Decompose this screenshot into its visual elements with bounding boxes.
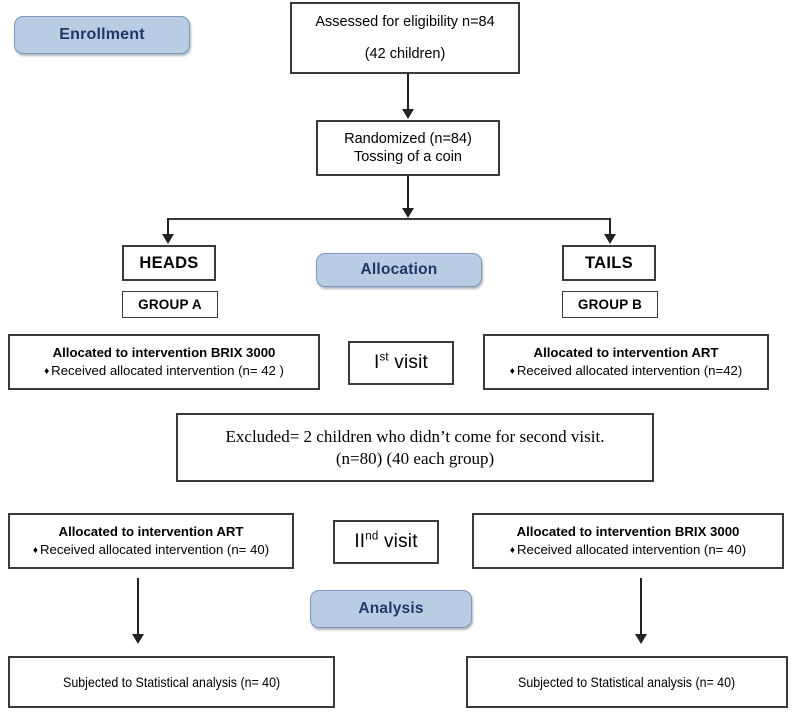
arrowhead-branch-left: [162, 234, 174, 244]
visit1-left-title: Allocated to intervention BRIX 3000: [52, 344, 276, 360]
visit-one-label-box: Ist visit: [348, 341, 454, 385]
heads-box: HEADS: [122, 245, 216, 281]
visit2-left-sub-text: Received allocated intervention (n= 40): [40, 541, 270, 557]
stage-badge-allocation: Allocation: [316, 253, 482, 287]
arrowhead-analysis-left: [132, 634, 144, 644]
visit-two-numeral: II: [354, 531, 366, 552]
assessed-line-1: Assessed for eligibility n=84: [315, 14, 495, 31]
group-a-box: GROUP A: [122, 291, 218, 318]
visit1-right-allocation-box: Allocated to intervention ART ♦Received …: [483, 334, 769, 390]
visit2-right-sub-text: Received allocated intervention (n= 40): [517, 541, 747, 557]
bullet-diamond-icon: ♦: [32, 544, 38, 556]
final-analysis-right-box: Subjected to Statistical analysis (n= 40…: [466, 656, 788, 708]
visit-one-label: Ist visit: [374, 352, 428, 374]
visit2-left-title: Allocated to intervention ART: [58, 523, 244, 539]
connector-visit2-right-to-analysis: [640, 578, 642, 636]
bullet-diamond-icon: ♦: [509, 544, 515, 556]
excluded-line-2: (n=80) (40 each group): [335, 448, 495, 468]
visit1-left-sub-text: Received allocated intervention (n= 42 ): [51, 362, 284, 378]
stage-badge-enrollment: Enrollment: [14, 16, 190, 54]
visit1-left-sub: ♦Received allocated intervention (n= 42 …: [44, 363, 284, 378]
visit-two-word: visit: [378, 531, 418, 552]
stage-badge-allocation-label: Allocation: [360, 261, 438, 278]
visit-two-label: IInd visit: [354, 531, 417, 553]
excluded-box: Excluded= 2 children who didn’t come for…: [176, 413, 654, 482]
visit2-left-allocation-box: Allocated to intervention ART ♦Received …: [8, 513, 294, 569]
arrowhead-analysis-right: [635, 634, 647, 644]
stage-badge-analysis: Analysis: [310, 590, 472, 628]
visit2-right-title: Allocated to intervention BRIX 3000: [516, 523, 740, 539]
randomized-line-2: Tossing of a coin: [353, 149, 462, 165]
visit-two-label-box: IInd visit: [333, 520, 439, 564]
final-analysis-right-text: Subjected to Statistical analysis (n= 40…: [518, 674, 736, 690]
visit-one-word: visit: [388, 352, 429, 373]
final-analysis-left-box: Subjected to Statistical analysis (n= 40…: [8, 656, 335, 708]
visit2-right-sub: ♦Received allocated intervention (n= 40): [510, 542, 746, 557]
visit2-right-allocation-box: Allocated to intervention BRIX 3000 ♦Rec…: [472, 513, 784, 569]
connector-assessed-to-randomized: [407, 74, 409, 110]
group-b-label: GROUP B: [577, 297, 643, 312]
tails-label: TAILS: [585, 253, 633, 272]
visit2-left-sub: ♦Received allocated intervention (n= 40): [33, 542, 269, 557]
randomized-box: Randomized (n=84) Tossing of a coin: [316, 120, 500, 176]
arrowhead-branch-right: [604, 234, 616, 244]
assessed-line-2: (42 children): [364, 45, 446, 62]
visit1-right-sub-text: Received allocated intervention (n=42): [516, 362, 743, 378]
connector-visit2-left-to-analysis: [137, 578, 139, 636]
visit1-right-sub: ♦Received allocated intervention (n=42): [510, 363, 743, 378]
visit-two-ordinal: nd: [365, 530, 379, 543]
arrowhead-to-randomized: [402, 109, 414, 119]
final-analysis-left-text: Subjected to Statistical analysis (n= 40…: [62, 674, 281, 690]
randomized-line-1: Randomized (n=84): [344, 130, 472, 147]
tails-box: TAILS: [562, 245, 656, 281]
stage-badge-analysis-label: Analysis: [358, 600, 424, 617]
visit1-left-allocation-box: Allocated to intervention BRIX 3000 ♦Rec…: [8, 334, 320, 390]
group-b-box: GROUP B: [562, 291, 658, 318]
arrowhead-split-center: [402, 208, 414, 218]
visit-one-ordinal: st: [379, 351, 389, 364]
visit-one-numeral: I: [373, 352, 380, 373]
bullet-diamond-icon: ♦: [509, 365, 515, 377]
split-branch-right: [609, 218, 611, 236]
stage-badge-enrollment-label: Enrollment: [59, 26, 145, 43]
connector-randomized-to-split: [407, 176, 409, 210]
heads-label: HEADS: [139, 253, 199, 272]
assessed-for-eligibility-box: Assessed for eligibility n=84 (42 childr…: [290, 2, 520, 74]
split-branch-left: [167, 218, 169, 236]
bullet-diamond-icon: ♦: [44, 365, 50, 377]
group-a-label: GROUP A: [138, 297, 202, 312]
visit1-right-title: Allocated to intervention ART: [533, 344, 719, 360]
excluded-line-1: Excluded= 2 children who didn’t come for…: [225, 427, 605, 447]
split-bar: [167, 218, 611, 220]
